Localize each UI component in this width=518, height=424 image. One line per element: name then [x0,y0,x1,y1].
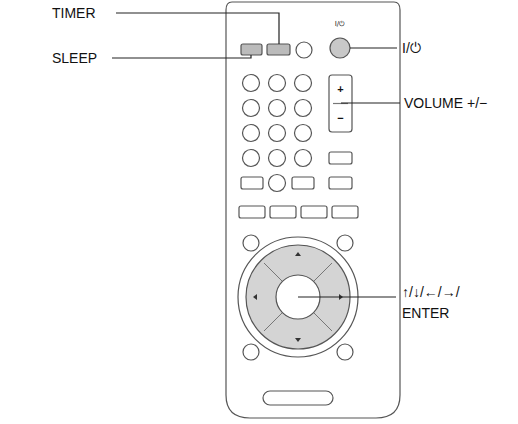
power-print: I/⏻ [335,20,345,28]
sleep-button [241,44,262,55]
sleep-label: SLEEP [52,50,97,66]
minus-print: − [337,112,343,125]
timer-label: TIMER [52,5,96,21]
button [296,42,312,58]
volume-label: VOLUME +/− [404,95,487,111]
power-button [330,38,350,58]
arrows-enter-label: ↑/↓/←/→/ ENTER [402,282,472,324]
remote-body [226,2,400,418]
timer-button [267,44,290,55]
button [263,391,333,405]
plus-print: + [337,83,343,96]
power-label: I/⏻ [402,40,421,56]
leader-lines [112,13,400,297]
